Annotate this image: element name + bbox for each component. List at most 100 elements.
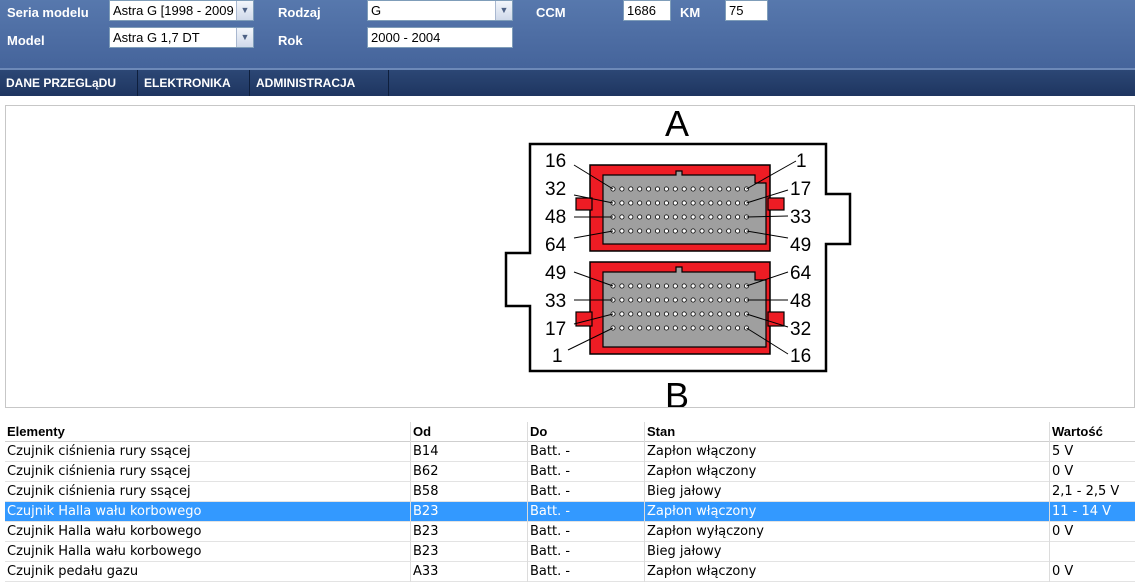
connector-b-pin-hole	[681, 311, 687, 317]
km-label: KM	[680, 5, 701, 20]
rok-value: 2000 - 2004	[371, 30, 441, 45]
connector-a-pin-hole	[717, 214, 723, 220]
ccm-label: CCM	[536, 5, 566, 20]
connector-b-pin-hole	[735, 311, 741, 317]
table-cell-wartosc: 11 - 14 V	[1049, 502, 1135, 522]
chevron-down-icon[interactable]: ▼	[495, 1, 512, 20]
connector-b-pin-hole	[672, 311, 678, 317]
table-cell-od: B62	[410, 462, 527, 482]
connector-a-pin-hole	[663, 228, 669, 234]
rodzaj-select[interactable]: G ▼	[367, 0, 513, 21]
nav-dane-przegladu[interactable]: DANE PRZEGLąDU	[0, 70, 138, 96]
connector-a-pin-hole	[637, 200, 643, 206]
connector-a-tab-right	[767, 197, 785, 211]
km-value: 75	[729, 3, 744, 18]
connector-pins	[610, 186, 750, 331]
table-cell-wartosc: 0 V	[1049, 522, 1135, 542]
connector-b-tab-right	[767, 311, 785, 327]
table-cell-wartosc: 0 V	[1049, 562, 1135, 582]
connector-a-pin-hole	[619, 228, 625, 234]
table-cell-do: Batt. -	[527, 482, 644, 502]
column-header-wartosc[interactable]: Wartość	[1049, 422, 1135, 442]
connector-a-pin-hole	[726, 200, 732, 206]
connector-a-pin-hole	[717, 200, 723, 206]
connector-a-pin-hole	[699, 186, 705, 192]
pin-leader-line	[746, 271, 789, 287]
table-cell-element: Czujnik ciśnienia rury ssącej	[7, 484, 191, 499]
nav-elektronika[interactable]: ELEKTRONIKA	[138, 70, 250, 96]
connector-a-pin-hole	[672, 186, 678, 192]
connector-b-pin-hole	[690, 311, 696, 317]
connector-b	[575, 261, 785, 355]
connector-a-pin-hole	[717, 186, 723, 192]
pin-label-b-right-4: 16	[790, 346, 811, 367]
connector-a-pin-hole	[655, 214, 661, 220]
connector-b-pin-hole	[690, 297, 696, 303]
connector-b-pin-hole	[646, 325, 652, 331]
chevron-down-icon[interactable]: ▼	[236, 1, 253, 20]
connector-b-pin-hole	[646, 283, 652, 289]
connector-a-pin-hole	[726, 228, 732, 234]
km-field[interactable]: 75	[725, 0, 768, 21]
seria-value: Astra G [1998 - 2009	[113, 3, 234, 18]
connector-a-pin-hole	[628, 200, 634, 206]
connector-a-pin-hole	[708, 214, 714, 220]
pin-leader-line	[573, 194, 614, 204]
table-cell-wartosc: 2,1 - 2,5 V	[1049, 482, 1135, 502]
connector-a-pin-hole	[655, 200, 661, 206]
rok-field[interactable]: 2000 - 2004	[367, 27, 513, 48]
seria-select[interactable]: Astra G [1998 - 2009 ▼	[109, 0, 254, 21]
table-cell-stan: Zapłon włączony	[644, 442, 1049, 462]
connector-b-pin-hole	[717, 311, 723, 317]
pin-leader-line	[746, 313, 789, 328]
table-cell-stan: Bieg jałowy	[644, 482, 1049, 502]
connector-a-body	[602, 170, 767, 245]
table-cell-od: A33	[410, 562, 527, 582]
connector-b-pin-hole	[655, 325, 661, 331]
table-cell-element: Czujnik Halla wału korbowego	[7, 504, 202, 519]
connector-b-pin-hole	[726, 325, 732, 331]
connector-b-pin-hole	[619, 311, 625, 317]
table-cell-element: Czujnik ciśnienia rury ssącej	[7, 464, 191, 479]
connector-b-pin-hole	[637, 283, 643, 289]
connector-b-pin-hole	[708, 297, 714, 303]
connector-a-pin-hole	[655, 186, 661, 192]
rodzaj-value: G	[371, 3, 382, 18]
table-cell-od: B23	[410, 502, 527, 522]
connector-a-pin-hole	[619, 200, 625, 206]
connector-a-pin-hole	[681, 186, 687, 192]
connector-b-pin-hole	[628, 311, 634, 317]
connector-a-letter: A	[665, 106, 689, 144]
table-cell-do: Batt. -	[527, 522, 644, 542]
nav-administracja[interactable]: ADMINISTRACJA	[250, 70, 389, 96]
rodzaj-label: Rodzaj	[278, 5, 321, 20]
connector-b-pin-hole	[726, 297, 732, 303]
connector-b-pin-hole	[655, 297, 661, 303]
column-header-stan[interactable]: Stan	[644, 422, 1049, 442]
model-select[interactable]: Astra G 1,7 DT ▼	[109, 27, 254, 48]
connector-b-pin-hole	[708, 283, 714, 289]
connector-a-pin-hole	[672, 200, 678, 206]
ccm-field[interactable]: 1686	[623, 0, 671, 21]
connector-a-pin-hole	[663, 186, 669, 192]
connector-b-pin-hole	[637, 311, 643, 317]
connector-b-pin-hole	[699, 297, 705, 303]
table-cell-wartosc	[1049, 542, 1135, 562]
column-header-do[interactable]: Do	[527, 422, 644, 442]
connector-b-body	[602, 266, 767, 348]
connector-b-pin-hole	[735, 283, 741, 289]
connector-a-pin-hole	[628, 228, 634, 234]
connector-a-pin-hole	[690, 214, 696, 220]
column-header-elementy[interactable]: Elementy	[7, 424, 65, 439]
column-header-od[interactable]: Od	[410, 422, 527, 442]
connector-b-pin-hole	[672, 325, 678, 331]
table-cell-stan: Zapłon włączony	[644, 502, 1049, 522]
chevron-down-icon[interactable]: ▼	[236, 28, 253, 47]
